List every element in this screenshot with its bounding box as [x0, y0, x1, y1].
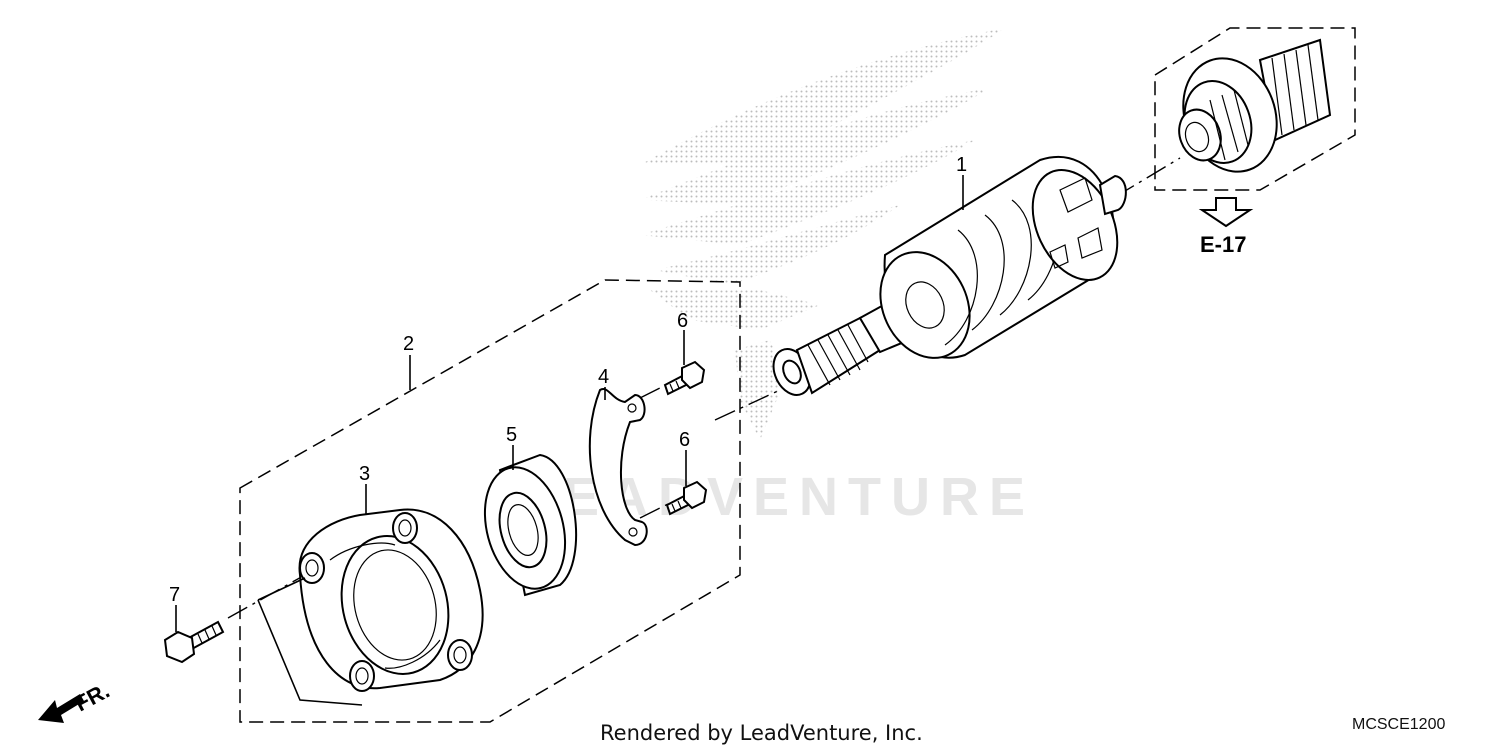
wing-logo-watermark [640, 28, 1005, 440]
callout-2: 2 [403, 333, 414, 355]
callout-7: 7 [169, 584, 180, 606]
callout-3: 3 [359, 463, 370, 485]
reference-label: E-17 [1200, 232, 1246, 257]
diagram-code: MCSCE1200 [1352, 716, 1445, 733]
front-arrow-icon [38, 694, 84, 723]
reference-arrow-icon [1198, 197, 1254, 228]
callout-1: 1 [956, 154, 967, 176]
part-6-bolt-lower [665, 480, 708, 516]
axis-line [714, 389, 781, 421]
part-5-bearing [483, 453, 578, 597]
part-1-shift-drum [772, 156, 1127, 396]
reference-gear-assembly [1178, 38, 1332, 173]
callout-6-upper: 6 [677, 310, 688, 332]
reference-group-outline [1154, 27, 1356, 191]
leader-line-7 [257, 599, 363, 706]
part-3-bearing-holder [298, 508, 484, 692]
assembly-group-outline [239, 279, 741, 723]
part-4-retainer-plate [588, 388, 648, 547]
part-7-bolt [163, 620, 225, 664]
callout-6-lower: 6 [679, 429, 690, 451]
front-label: FR. [71, 678, 114, 717]
part-6-bolt-upper [663, 360, 706, 396]
footer-credit: Rendered by LeadVenture, Inc. [600, 721, 923, 745]
callout-5: 5 [506, 424, 517, 446]
bolt-axis-upper [639, 382, 671, 399]
callout-4: 4 [598, 366, 609, 388]
leader-line-7b [257, 577, 306, 601]
